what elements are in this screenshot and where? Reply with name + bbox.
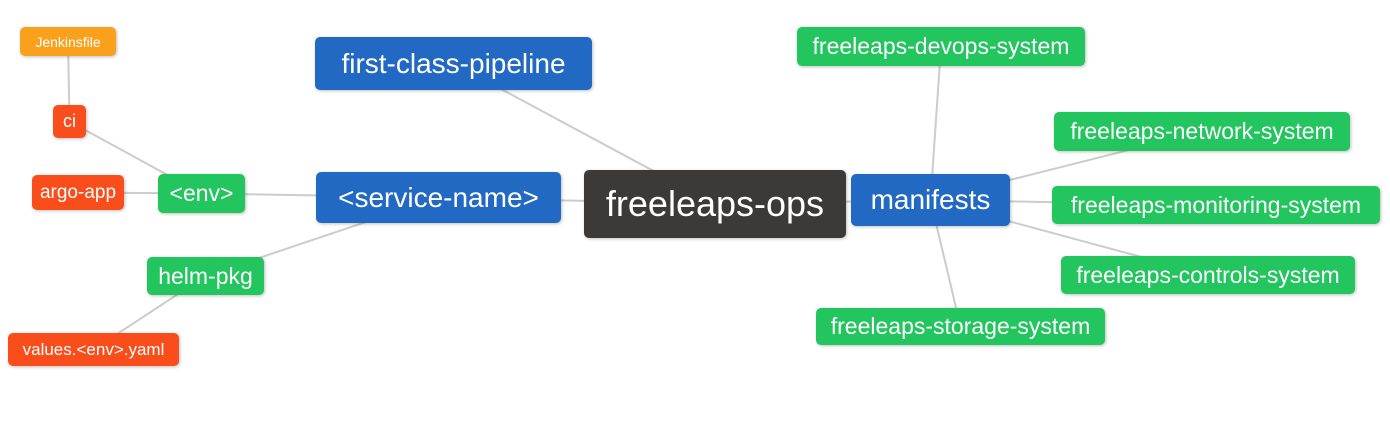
node-manifests[interactable]: manifests — [851, 174, 1010, 226]
node-helm-pkg[interactable]: helm-pkg — [147, 257, 264, 295]
node-values-env-yaml[interactable]: values.<env>.yaml — [8, 333, 179, 366]
node-ci[interactable]: ci — [53, 105, 86, 138]
node-freeleaps-devops-system[interactable]: freeleaps-devops-system — [797, 27, 1085, 66]
node-freeleaps-network-system[interactable]: freeleaps-network-system — [1054, 112, 1350, 151]
node-freeleaps-ops-root[interactable]: freeleaps-ops — [584, 170, 846, 238]
node-env[interactable]: <env> — [158, 174, 245, 213]
node-service-name[interactable]: <service-name> — [316, 172, 561, 223]
node-argo-app[interactable]: argo-app — [32, 175, 124, 210]
node-first-class-pipeline[interactable]: first-class-pipeline — [315, 37, 592, 90]
node-jenkinsfile[interactable]: Jenkinsfile — [20, 27, 116, 56]
node-freeleaps-monitoring-system[interactable]: freeleaps-monitoring-system — [1052, 186, 1380, 224]
node-freeleaps-controls-system[interactable]: freeleaps-controls-system — [1061, 256, 1355, 294]
node-freeleaps-storage-system[interactable]: freeleaps-storage-system — [816, 308, 1105, 345]
